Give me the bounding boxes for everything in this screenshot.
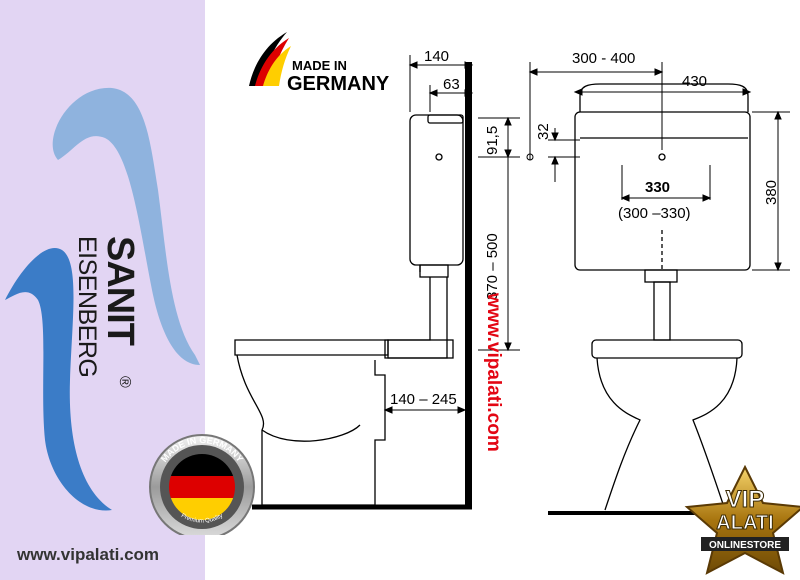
wall-line bbox=[465, 62, 472, 507]
dim-front-center-distance: 330 bbox=[645, 179, 670, 196]
dim-side-height-range: 370 – 500 bbox=[484, 233, 501, 300]
seal-bottom-text: Premium Quality bbox=[180, 513, 224, 525]
made-in-label: MADE IN bbox=[292, 58, 347, 73]
side-bowl bbox=[234, 339, 389, 506]
dim-front-hole-offset: 32 bbox=[535, 123, 552, 140]
store-logo-line1: VIP bbox=[726, 486, 765, 513]
dimension-lines bbox=[383, 55, 790, 414]
dim-front-center-range: (300 –330) bbox=[618, 205, 691, 222]
germany-flag-icon bbox=[169, 454, 235, 520]
dim-front-hook-spacing: 300 - 400 bbox=[572, 50, 635, 67]
dim-front-height: 380 bbox=[763, 180, 780, 205]
side-cistern bbox=[384, 114, 464, 359]
germany-label: GERMANY bbox=[287, 73, 390, 95]
vertical-website: www.vipalati.com bbox=[480, 293, 510, 511]
wave-light bbox=[52, 87, 200, 365]
store-logo-line3: ONLINESTORE bbox=[709, 540, 781, 551]
store-logo-line2: ALATI bbox=[716, 512, 773, 534]
dim-side-bottom-range: 140 – 245 bbox=[390, 391, 457, 408]
wave-dark bbox=[5, 248, 112, 511]
dim-side-cistern-offset: 91,5 bbox=[484, 126, 501, 155]
front-bowl bbox=[591, 339, 743, 511]
website-footer: www.vipalati.com bbox=[17, 545, 160, 564]
brand-logo-waves bbox=[5, 87, 200, 511]
dim-side-top-width: 140 bbox=[424, 48, 449, 65]
dim-front-width: 430 bbox=[682, 73, 707, 90]
vertical-website-text: www.vipalati.com bbox=[483, 293, 504, 452]
vip-alati-store-logo: VIP ALATI ONLINESTORE bbox=[684, 465, 800, 575]
germany-flag-swoosh-icon bbox=[249, 32, 291, 86]
made-in-germany-seal: MADE IN GERMANY Premium Quality bbox=[149, 434, 255, 535]
svg-text:Premium Quality: Premium Quality bbox=[180, 513, 224, 525]
dim-side-inner-width: 63 bbox=[443, 76, 460, 93]
brand-panel: SANIT EISENBERG ® MADE IN GERMANY Premiu… bbox=[0, 0, 255, 580]
